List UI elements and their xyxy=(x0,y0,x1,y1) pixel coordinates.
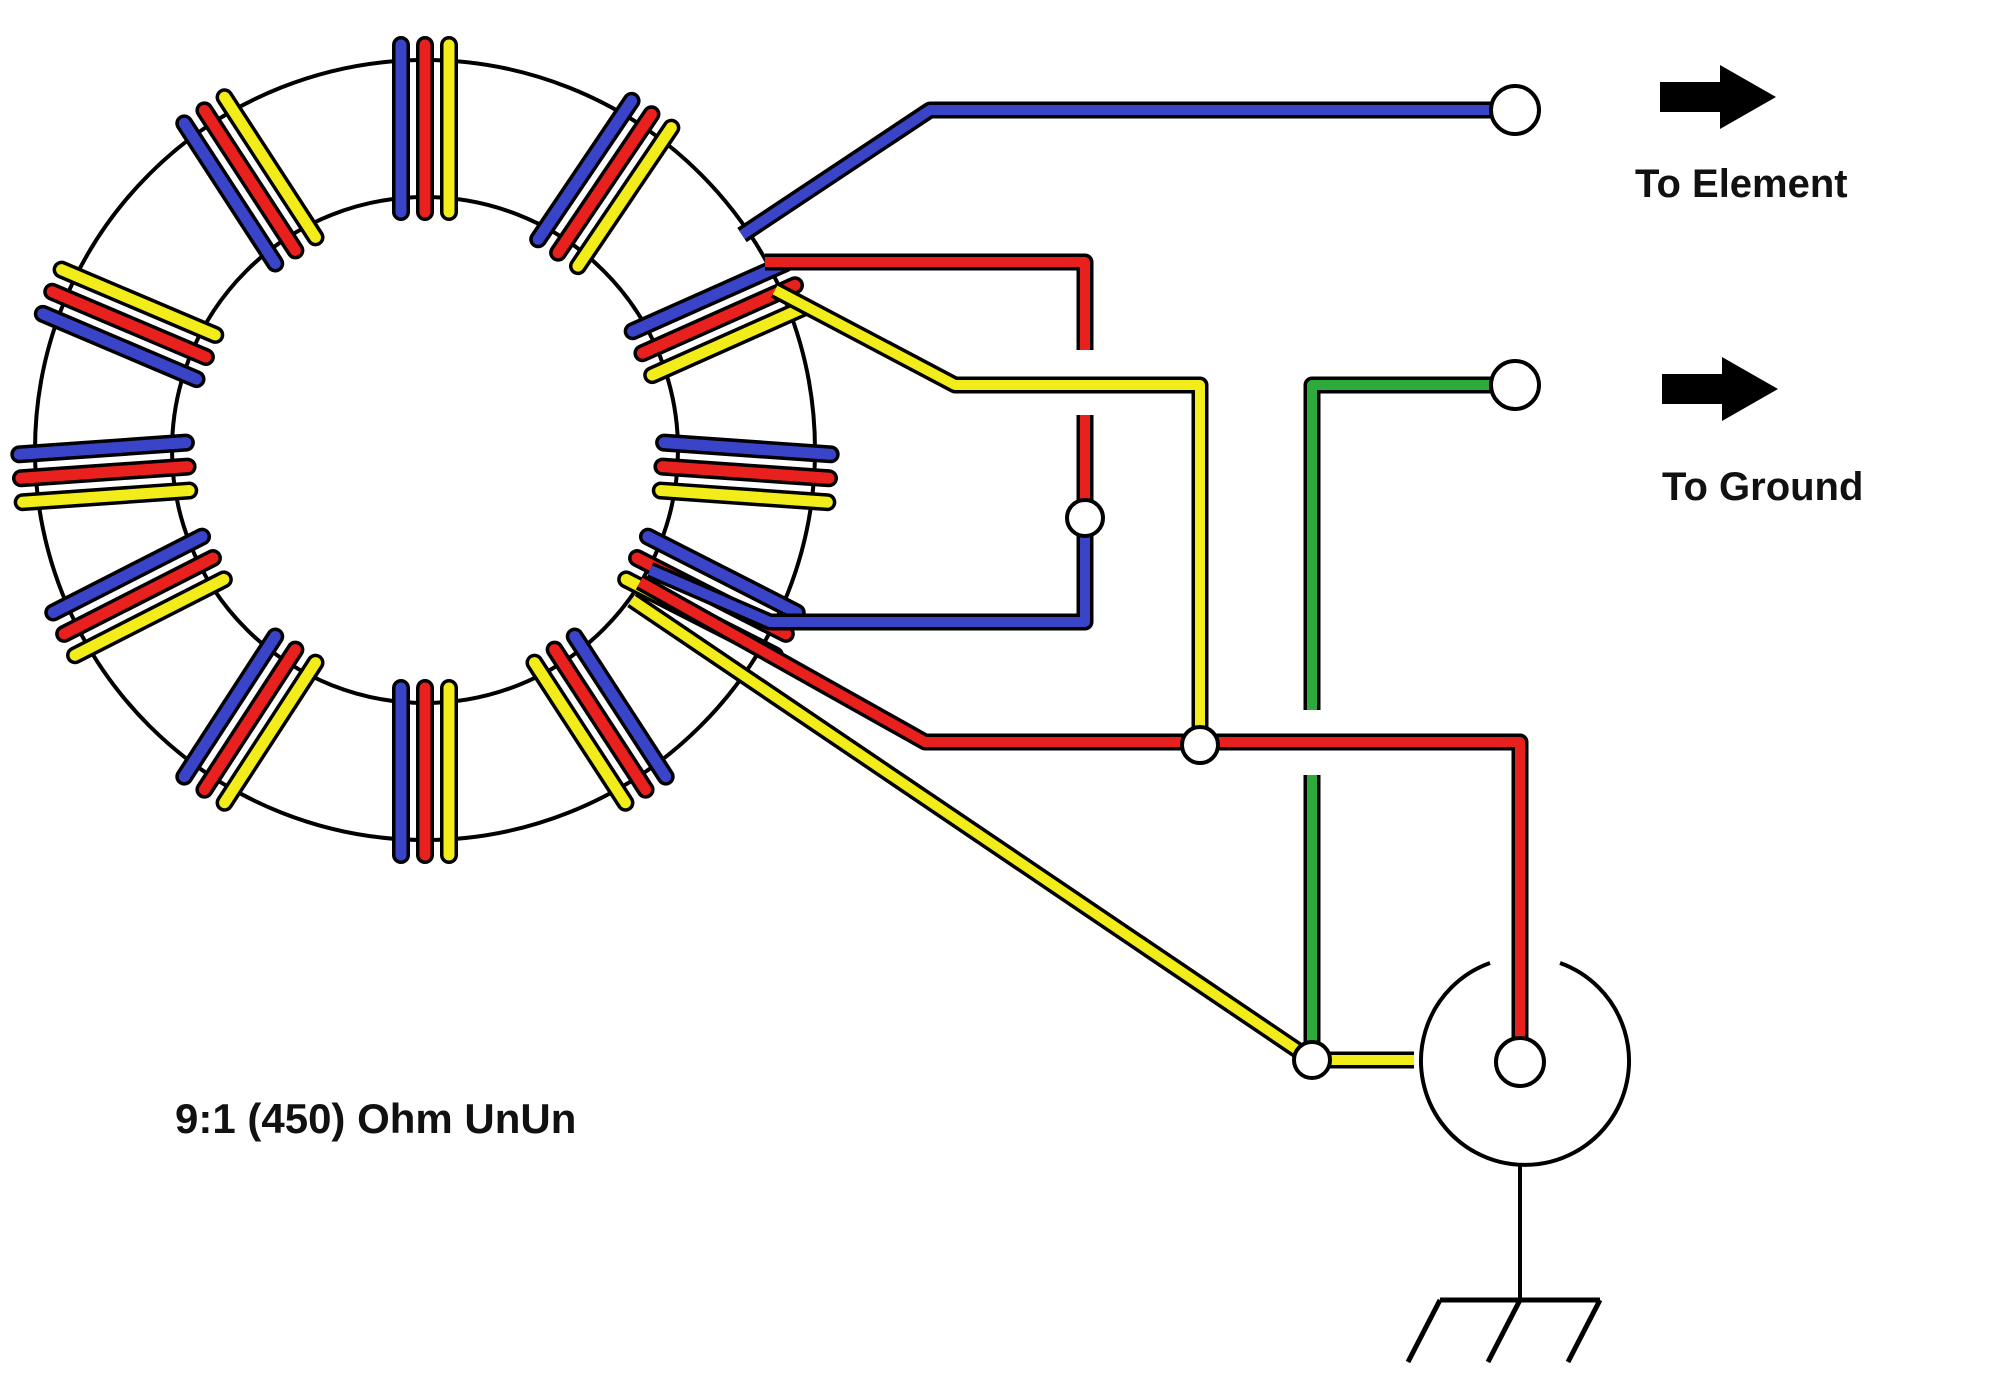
coax-connector xyxy=(1419,961,1631,1167)
winding-turn xyxy=(219,91,322,243)
winding-turn xyxy=(198,644,301,796)
yellow-wire-top xyxy=(772,285,1205,745)
winding-turn xyxy=(549,644,652,796)
winding-turn xyxy=(47,531,208,618)
winding-turn xyxy=(532,95,638,245)
red-wire-main xyxy=(637,577,1525,1060)
yellow-wire-top xyxy=(771,282,1209,745)
junction-node xyxy=(1292,1040,1332,1080)
winding-turn xyxy=(656,461,835,484)
winding-turn xyxy=(569,631,672,783)
blue-wire-element xyxy=(739,105,1505,240)
winding-turn xyxy=(56,264,221,341)
blue-wire-element xyxy=(737,101,1505,243)
winding-turn xyxy=(17,485,195,508)
winding-turn xyxy=(58,552,219,640)
winding-turn xyxy=(646,301,811,381)
winding-turn xyxy=(178,117,281,269)
winding-turn xyxy=(178,631,281,783)
junction-node xyxy=(1065,498,1105,538)
junction-nodes xyxy=(1065,84,1546,1088)
red-wire-top xyxy=(765,257,1090,350)
to-element-label: To Element xyxy=(1635,162,1848,206)
winding-turn xyxy=(69,573,230,661)
winding-turn xyxy=(13,437,192,460)
winding-turn xyxy=(198,104,301,256)
trifilar-winding xyxy=(10,36,840,864)
element-terminal xyxy=(1489,84,1541,136)
green-wire-ground xyxy=(1307,380,1512,710)
ground-terminal xyxy=(1489,359,1541,411)
diagram-title: 9:1 (450) Ohm UnUn xyxy=(175,1095,577,1142)
winding-turn xyxy=(627,257,791,337)
coax-center-pin xyxy=(1494,1036,1546,1088)
winding-turn xyxy=(642,531,803,618)
winding-turn xyxy=(552,108,657,259)
winding-turn xyxy=(636,279,801,359)
winding-turn xyxy=(46,286,212,363)
junction-node xyxy=(1180,725,1220,765)
winding-turn xyxy=(658,437,837,460)
arrow-right-icon xyxy=(1662,357,1778,421)
winding-turn xyxy=(37,308,203,385)
green-wire-ground xyxy=(1303,376,1512,710)
winding-turn xyxy=(655,485,833,508)
blue-wire-return xyxy=(648,518,1090,627)
earth-ground-icon xyxy=(1405,1165,1603,1364)
to-ground-label: To Ground xyxy=(1662,465,1864,509)
winding-turn xyxy=(219,657,322,809)
winding-turn xyxy=(528,657,631,809)
winding-turn xyxy=(572,122,677,272)
arrow-right-icon xyxy=(1660,65,1776,129)
winding-turn xyxy=(15,461,194,484)
